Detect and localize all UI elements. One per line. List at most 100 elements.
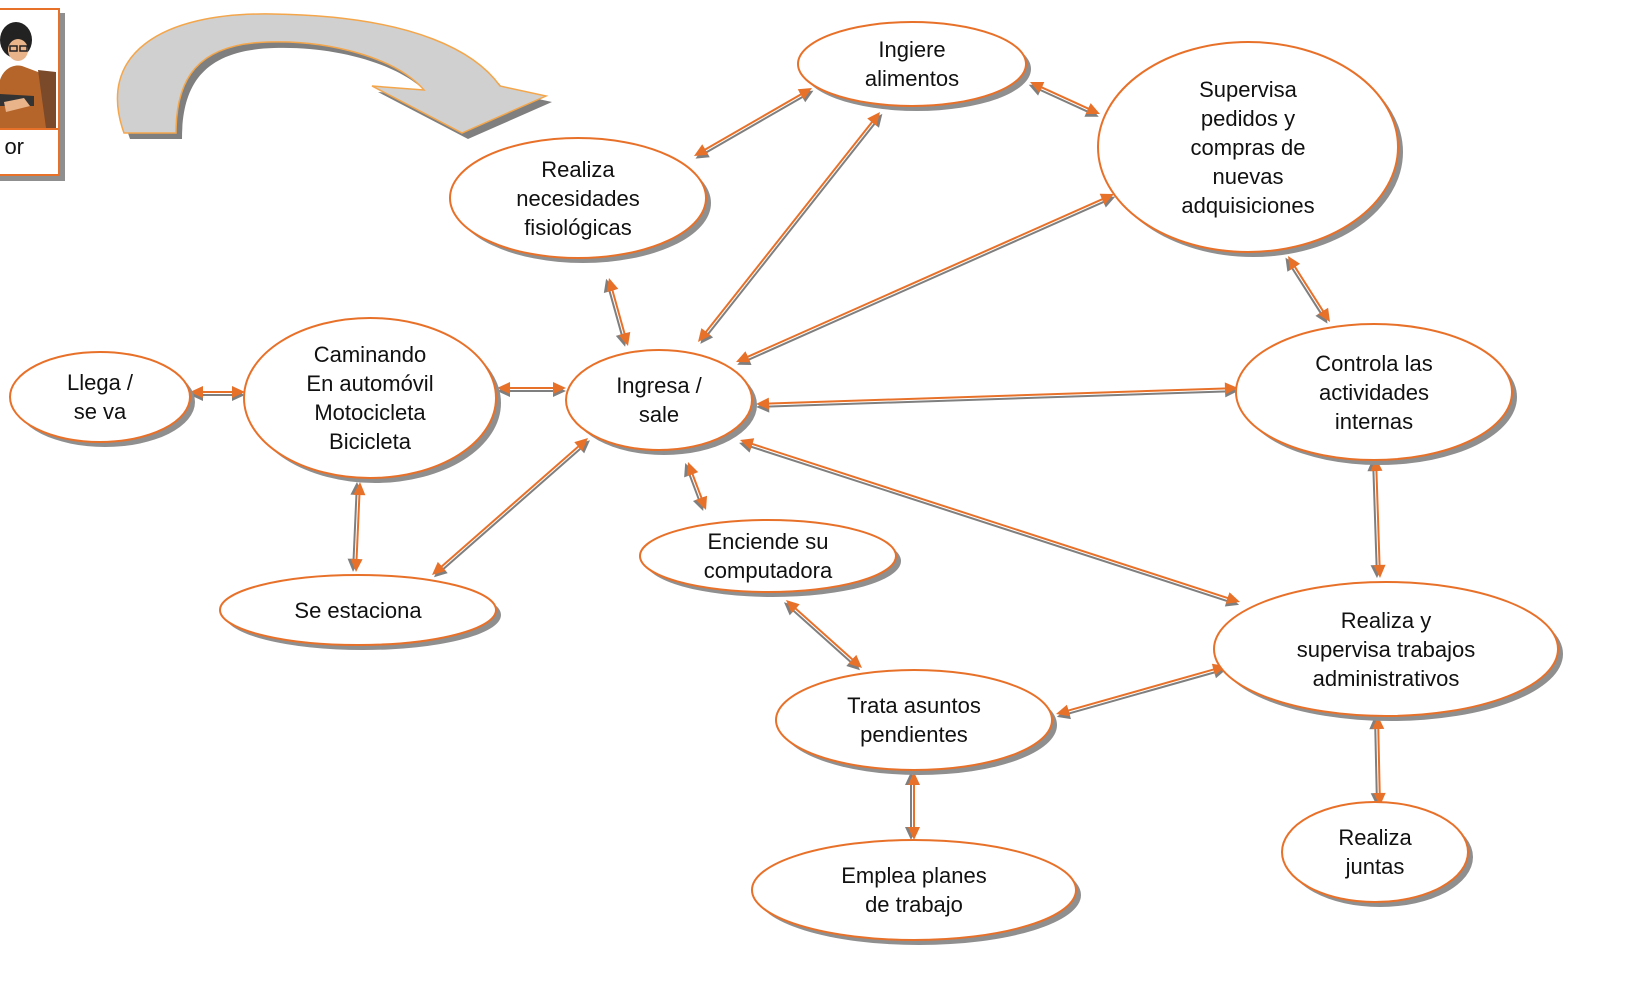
node-ellipse: [1097, 41, 1399, 253]
arrow-head: [190, 386, 203, 398]
connector-line: [1292, 263, 1326, 315]
node-estaciona: [219, 574, 501, 650]
arrow-head: [1224, 382, 1238, 395]
arrow-head: [1056, 704, 1071, 717]
node-ellipse: [1281, 801, 1469, 903]
arrow-head: [756, 397, 770, 410]
arrow-head: [786, 600, 800, 614]
connector-line: [748, 444, 1230, 603]
node-ellipse: [9, 351, 191, 443]
connector: [736, 193, 1116, 365]
arrow-head: [698, 328, 711, 342]
connector-line: [703, 94, 806, 155]
connector-line: [702, 92, 804, 152]
node-emplea: [751, 839, 1081, 945]
connector-line: [1372, 468, 1378, 569]
arrow-head: [350, 558, 363, 572]
node-realiza-admin: [1213, 581, 1563, 721]
connector: [1028, 81, 1100, 117]
actor-box: or: [0, 8, 60, 176]
node-trata: [775, 669, 1057, 775]
node-ellipse: [219, 574, 497, 646]
arrow-head: [432, 561, 446, 575]
node-ellipse: [449, 137, 707, 259]
arrow-head: [695, 495, 708, 510]
arrow-head: [867, 112, 880, 126]
connector-line: [1289, 265, 1323, 316]
node-ellipse: [565, 349, 753, 451]
connector-layer: [190, 81, 1386, 840]
connector: [497, 382, 566, 397]
connector-line: [703, 119, 875, 335]
node-computadora: [639, 519, 901, 597]
arrow-head: [497, 382, 510, 394]
node-llega: [9, 351, 195, 447]
arrow-head: [694, 144, 709, 156]
connector: [783, 600, 862, 671]
actor-label: or: [4, 134, 24, 159]
connector-line: [766, 390, 1229, 408]
node-caminando: [243, 317, 501, 483]
connector-line: [1374, 726, 1378, 797]
node-controla: [1235, 323, 1517, 465]
arrow-head: [1085, 103, 1100, 115]
connector-line: [1038, 85, 1092, 111]
arrow-head: [353, 482, 366, 496]
connector: [1285, 256, 1330, 324]
arrow-head: [908, 772, 920, 785]
node-alimentos: [797, 21, 1031, 111]
node-ingresa: [565, 349, 757, 455]
connector: [347, 481, 366, 572]
connector: [603, 278, 631, 347]
node-ellipse: [775, 669, 1053, 771]
arrow-head: [1099, 193, 1114, 205]
connector-line: [690, 471, 704, 501]
connector-line: [440, 446, 584, 572]
connector: [684, 462, 708, 512]
node-ellipse: [751, 839, 1077, 941]
arrow-head: [1373, 792, 1386, 806]
arrow-head: [574, 438, 588, 452]
connector-line: [687, 472, 701, 503]
node-ellipse: [1235, 323, 1513, 461]
connector: [739, 438, 1240, 607]
arrow-head: [740, 438, 755, 450]
arrow-head: [618, 331, 631, 346]
arrow-head: [1317, 307, 1330, 322]
connector-line: [744, 197, 1106, 359]
node-necesidades: [449, 137, 711, 263]
connector-line: [438, 443, 582, 570]
arrow-head: [1373, 564, 1386, 578]
connector: [1367, 458, 1386, 579]
connector-line: [1037, 87, 1091, 114]
connector-line: [1377, 725, 1381, 797]
connector-line: [790, 608, 854, 665]
connector: [698, 112, 883, 344]
connector: [1369, 716, 1386, 807]
arrow-head: [1288, 256, 1301, 271]
node-ellipse: [243, 317, 497, 479]
connector-line: [705, 121, 877, 337]
connector-line: [1066, 670, 1218, 716]
node-ellipse: [797, 21, 1027, 107]
person-at-desk-icon: [0, 10, 58, 130]
node-layer: [9, 21, 1563, 945]
arrow-head: [848, 654, 862, 668]
connector: [190, 386, 245, 401]
arrow-head: [606, 278, 619, 293]
connector-line: [355, 491, 361, 563]
connector: [1056, 663, 1227, 720]
connector-line: [1065, 667, 1217, 713]
node-juntas: [1281, 801, 1473, 907]
arrow-head: [1030, 81, 1045, 93]
arrow-head: [1372, 716, 1385, 730]
arrow-head: [553, 382, 566, 394]
connector-line: [792, 605, 856, 663]
connector: [756, 382, 1239, 413]
curved-flow-arrow: [116, 13, 552, 139]
connector-line: [749, 442, 1231, 600]
connector-line: [745, 199, 1107, 362]
connector: [905, 772, 920, 840]
arrow-head: [736, 351, 751, 363]
arrow-head: [797, 88, 812, 100]
